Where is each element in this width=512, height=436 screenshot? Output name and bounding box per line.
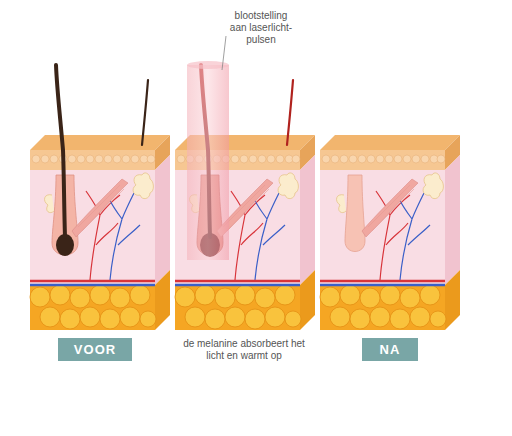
- stage-label: VOOR: [74, 342, 116, 357]
- stage-box: VOOR: [58, 338, 132, 361]
- annotation-label: de melanine absorbeert het licht en warm…: [183, 338, 305, 362]
- stage-label: NA: [380, 342, 401, 357]
- annotation-label: blootstelling aan laserlicht-pulsen: [228, 10, 294, 46]
- leader-line: [222, 36, 226, 70]
- stage-box: NA: [362, 338, 418, 361]
